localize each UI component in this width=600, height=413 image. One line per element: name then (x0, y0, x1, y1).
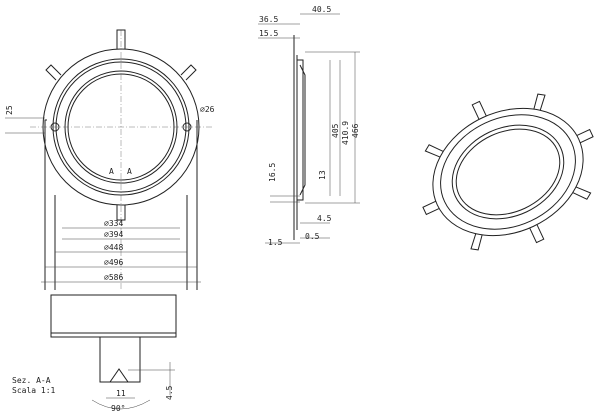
dim-d394: ∅394 (104, 230, 123, 239)
dim-13: 13 (318, 170, 327, 180)
dim-466: 466 (351, 123, 360, 138)
section-scale: Scala 1:1 (12, 386, 56, 395)
front-view: 25 ∅26 ∅334 ∅394 ∅448 ∅496 ∅586 A A (5, 29, 215, 290)
dim-d26: ∅26 (200, 105, 215, 114)
dim-40-5: 40.5 (312, 5, 331, 14)
dim-11: 11 (116, 389, 126, 398)
dim-405: 405 (331, 123, 340, 138)
dim-36-5: 36.5 (259, 15, 278, 24)
dim-25: 25 (5, 105, 14, 115)
dim-d586: ∅586 (104, 273, 123, 282)
section-mark-a-right: A (127, 167, 132, 176)
dim-0-5: 0.5 (305, 232, 320, 241)
section-title: Sez. A-A (12, 376, 51, 385)
section-mark-a-left: A (109, 167, 114, 176)
dim-4-5-side: 4.5 (317, 214, 332, 223)
side-view: 40.5 36.5 15.5 405 410.9 466 16.5 13 4.5… (258, 5, 360, 247)
dim-d496: ∅496 (104, 258, 123, 267)
dim-4-5: 4.5 (165, 385, 174, 400)
section-view: Sez. A-A Scala 1:1 11 4.5 90° (12, 294, 177, 413)
dim-d334: ∅334 (104, 219, 123, 228)
dim-d448: ∅448 (104, 243, 123, 252)
dim-16-5: 16.5 (268, 163, 277, 182)
dim-15-5: 15.5 (259, 29, 278, 38)
isometric-view (422, 93, 594, 251)
dim-90deg: 90° (111, 404, 125, 413)
dim-1-5: 1.5 (268, 238, 283, 247)
dim-410-9: 410.9 (341, 121, 350, 145)
